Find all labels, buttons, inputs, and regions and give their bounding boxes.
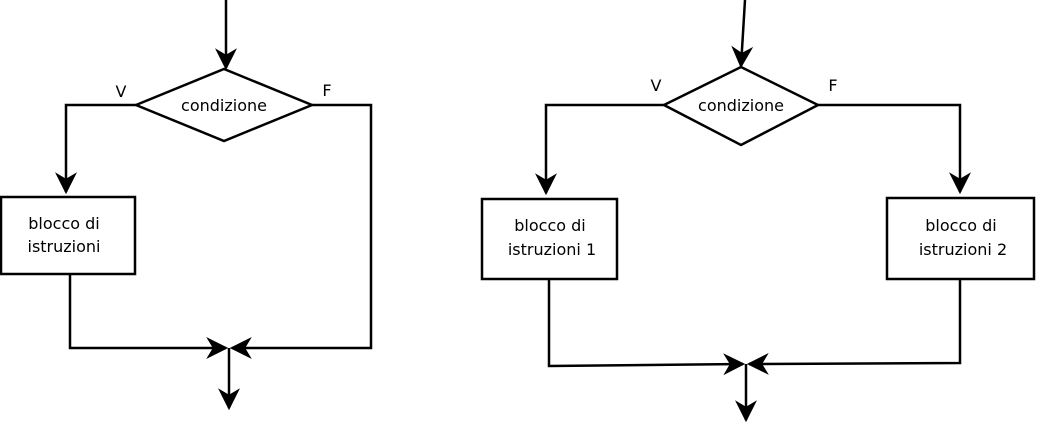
left-false-label: F bbox=[322, 81, 331, 100]
left-condition-label: condizione bbox=[181, 96, 267, 115]
right-flowchart: condizione V F blocco di istruzioni 1 bl… bbox=[480, 0, 1036, 423]
right-block2-line2: istruzioni 2 bbox=[919, 240, 1007, 259]
right-block2-merge-arrow bbox=[746, 279, 962, 375]
right-condition-label: condizione bbox=[698, 96, 784, 115]
right-false-label: F bbox=[828, 76, 837, 95]
left-false-branch-arrow bbox=[229, 103, 373, 359]
right-instruction-block-1 bbox=[480, 197, 619, 281]
right-true-branch-arrow bbox=[535, 103, 664, 196]
right-block1-line1: blocco di bbox=[514, 216, 585, 235]
left-flowchart: condizione V F blocco di istruzioni bbox=[0, 0, 373, 411]
left-true-label: V bbox=[116, 82, 127, 101]
right-false-branch-arrow bbox=[818, 103, 971, 195]
left-block-line2: istruzioni bbox=[28, 237, 101, 256]
right-instruction-block-2 bbox=[885, 196, 1036, 281]
right-block1-merge-arrow bbox=[547, 279, 746, 376]
right-block1-line2: istruzioni 1 bbox=[508, 240, 596, 259]
right-block2-line1: blocco di bbox=[925, 216, 996, 235]
left-true-branch-arrow bbox=[55, 103, 136, 195]
right-entry-arrow bbox=[731, 0, 754, 69]
left-block-line1: blocco di bbox=[28, 214, 99, 233]
left-block-merge-arrow bbox=[68, 274, 229, 359]
right-true-label: V bbox=[651, 76, 662, 95]
left-instruction-block bbox=[0, 195, 137, 276]
